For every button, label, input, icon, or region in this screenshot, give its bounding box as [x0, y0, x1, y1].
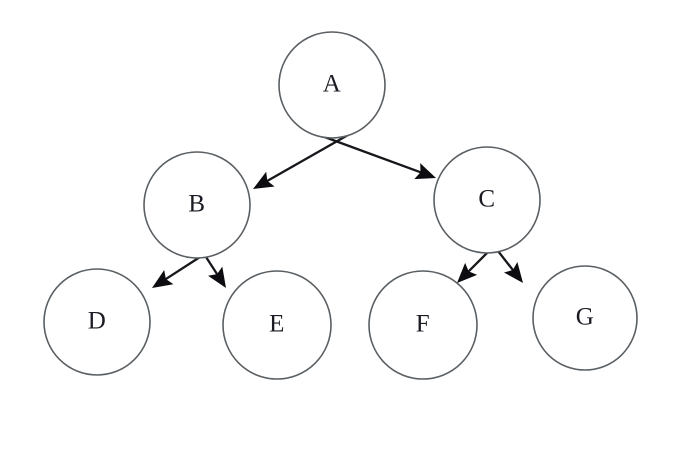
edge-b-to-e	[205, 256, 226, 288]
arrow-head-icon	[253, 171, 275, 189]
edge-a-to-b	[253, 130, 356, 189]
arrow-head-icon	[152, 270, 174, 288]
node-circle[interactable]	[433, 146, 541, 254]
node-label-a: A	[323, 71, 342, 98]
edge-line	[467, 251, 489, 273]
node-circle[interactable]	[43, 268, 151, 376]
edge-a-to-c	[310, 130, 436, 180]
node-label-g: G	[576, 304, 595, 331]
node-circle[interactable]	[278, 31, 386, 139]
edge-line	[497, 250, 515, 272]
tree-node-a[interactable]: A	[278, 31, 386, 139]
tree-node-e[interactable]: E	[222, 270, 332, 380]
node-label-c: C	[478, 186, 495, 213]
edge-c-to-g	[497, 250, 523, 283]
nodes-layer: A B C D E F G	[43, 31, 638, 380]
arrow-head-icon	[414, 163, 436, 180]
edge-line	[310, 130, 422, 174]
node-circle[interactable]	[532, 265, 638, 371]
node-circle[interactable]	[143, 151, 251, 259]
edges-layer	[152, 130, 523, 288]
arrow-head-icon	[208, 266, 226, 288]
tree-node-d[interactable]: D	[43, 268, 151, 376]
arrow-head-icon	[457, 262, 478, 283]
tree-node-f[interactable]: F	[368, 270, 478, 380]
node-circle[interactable]	[222, 270, 332, 380]
node-label-e: E	[269, 311, 285, 338]
edge-line	[164, 256, 201, 281]
tree-node-c[interactable]: C	[433, 146, 541, 254]
edge-c-to-f	[457, 251, 489, 283]
node-circle[interactable]	[368, 270, 478, 380]
edge-line	[205, 256, 219, 276]
node-label-b: B	[188, 191, 205, 218]
edge-line	[266, 130, 356, 183]
tree-node-b[interactable]: B	[143, 151, 251, 259]
arrow-head-icon	[503, 262, 523, 283]
node-label-d: D	[88, 308, 107, 335]
tree-node-g[interactable]: G	[532, 265, 638, 371]
edge-b-to-d	[152, 256, 201, 288]
node-label-f: F	[416, 311, 430, 338]
